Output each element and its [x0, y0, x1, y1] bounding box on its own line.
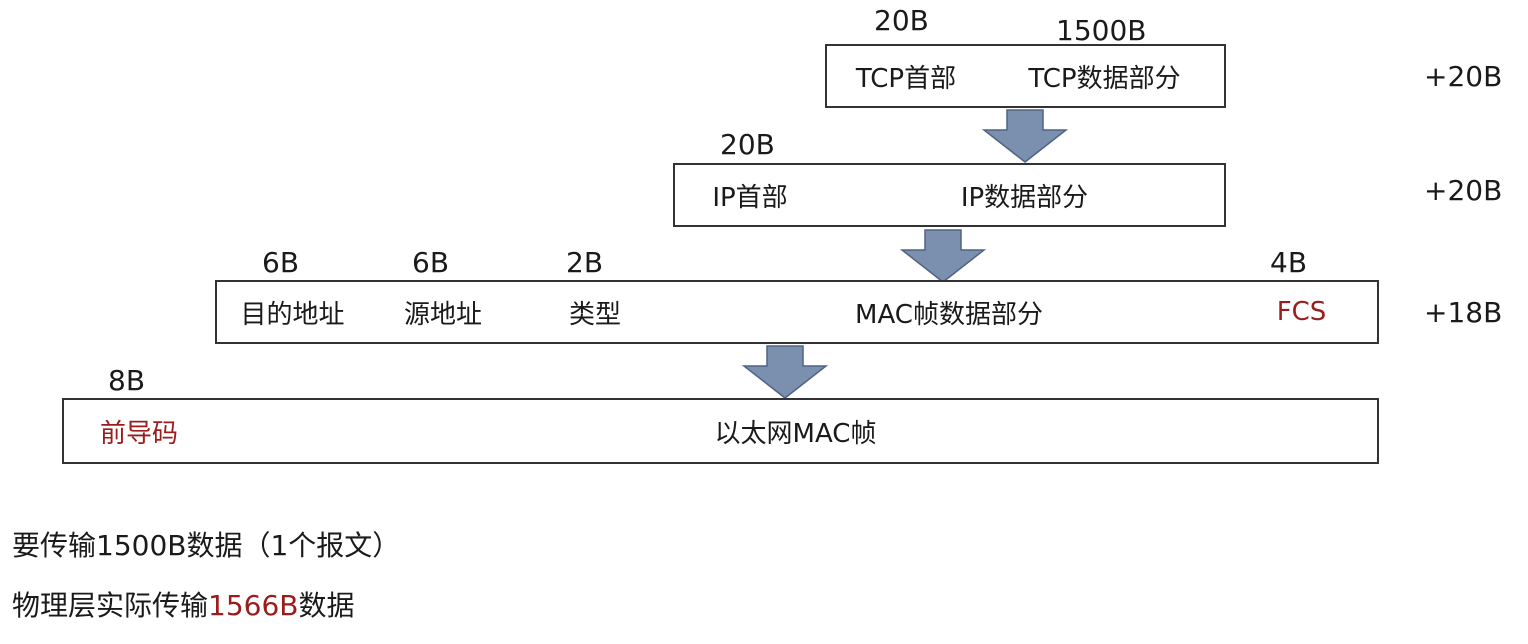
ip-header-size: 20B	[720, 128, 775, 161]
tcp-overhead: +20B	[1424, 60, 1503, 93]
mac-dst-box: 目的地址	[215, 280, 370, 344]
down-arrow-icon	[981, 109, 1069, 163]
footer-line-2-prefix: 物理层实际传输	[12, 589, 209, 622]
mac-src-box: 源地址	[368, 280, 520, 344]
mac-fcs-size: 4B	[1270, 246, 1308, 279]
ip-overhead: +20B	[1424, 174, 1503, 207]
tcp-data-box: TCP数据部分	[985, 44, 1226, 108]
mac-data-box: MAC帧数据部分	[672, 280, 1228, 344]
preamble-box: 前导码	[62, 398, 216, 464]
tcp-header-box: TCP首部	[825, 44, 987, 108]
mac-dst-size: 6B	[262, 246, 300, 279]
footer-line-2-suffix: 数据	[298, 589, 355, 622]
mac-overhead: +18B	[1424, 296, 1503, 329]
preamble-size: 8B	[108, 364, 146, 397]
ip-header-box: IP首部	[673, 163, 827, 227]
tcp-header-size: 20B	[874, 4, 929, 37]
down-arrow-icon	[741, 345, 829, 399]
footer-line-2-highlight: 1566B	[208, 589, 299, 622]
footer-line-1: 要传输1500B数据（1个报文）	[12, 529, 401, 562]
ip-data-box: IP数据部分	[825, 163, 1226, 227]
mac-fcs-box: FCS	[1226, 280, 1379, 344]
tcp-data-size: 1500B	[1056, 14, 1147, 47]
mac-src-size: 6B	[412, 246, 450, 279]
footer-line-2: 物理层实际传输1566B数据	[12, 588, 355, 624]
down-arrow-icon	[899, 229, 987, 283]
ethernet-frame-box: 以太网MAC帧	[214, 398, 1379, 464]
mac-type-size: 2B	[566, 246, 604, 279]
mac-type-box: 类型	[518, 280, 674, 344]
